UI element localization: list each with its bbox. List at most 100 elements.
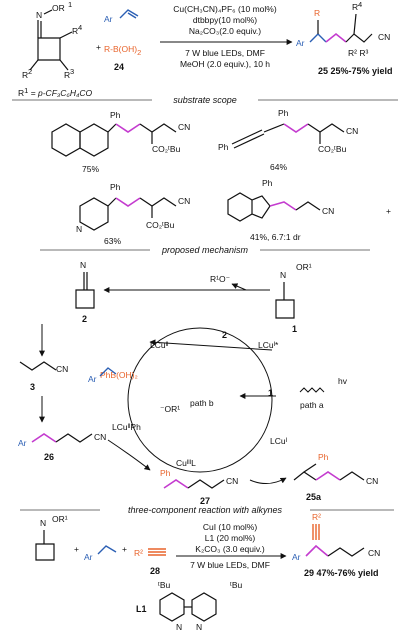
scope-example-2: Ph Ph CN CO₂ᵗBu 64%: [218, 108, 358, 172]
svg-text:CO₂ᵗBu: CO₂ᵗBu: [152, 144, 181, 154]
condition-line: 7 W blue LEDs, DMF: [185, 48, 265, 58]
lcu-i-excited: LCuᴵ*: [258, 340, 279, 350]
main-reaction: N OR 1 R 4 R 2 R 3 R1 = p-CF₃C₆H₄CO + Ar…: [18, 0, 393, 98]
condition-line: Na₂CO₃(2.0 equiv.): [189, 26, 261, 36]
path-b-label: path b: [190, 398, 214, 408]
product-25a: Ph CN 25a: [293, 452, 378, 502]
svg-text:CN: CN: [94, 432, 106, 442]
svg-text:R: R: [72, 26, 78, 36]
svg-text:Ph: Ph: [218, 142, 229, 152]
svg-text:3: 3: [70, 67, 74, 76]
phenylboronic-acid: PhB(OH)₂: [100, 370, 138, 380]
svg-text:27: 27: [200, 496, 210, 506]
hv-label: hv: [338, 376, 348, 386]
svg-text:CN: CN: [178, 196, 190, 206]
svg-text:+: +: [386, 206, 391, 216]
copper-iii-27: Ph CuᴵᴵᴵL CN 27: [160, 458, 238, 506]
svg-text:Ar: Ar: [296, 38, 305, 48]
svg-text:CN: CN: [178, 122, 190, 132]
svg-text:1: 1: [68, 0, 72, 9]
svg-text:R² R³: R² R³: [348, 48, 368, 58]
svg-text:Ph: Ph: [110, 182, 121, 192]
substrate-scope: Ph CN CO₂ᵗBu 75% Ph Ph CN CO₂ᵗBu 64% Ph: [51, 108, 391, 246]
svg-text:2: 2: [28, 67, 32, 76]
condition-line: Cu(CH₃CN)₄PF₆ (10 mol%): [173, 4, 277, 14]
svg-text:Ph: Ph: [262, 178, 273, 188]
ligand-l1: L1 ᵗBu ᵗBu N N: [136, 580, 243, 632]
yield-label: 63%: [104, 236, 121, 246]
svg-text:CN: CN: [368, 548, 380, 558]
svg-text:CO₂ᵗBu: CO₂ᵗBu: [318, 144, 347, 154]
condition-line: K₂CO₃ (3.0 equiv.): [195, 544, 265, 554]
svg-text:3: 3: [30, 382, 35, 392]
section-title-proposed-mechanism: proposed mechanism: [161, 245, 249, 255]
svg-text:N: N: [40, 518, 46, 528]
r1o-anion: R¹O⁻: [210, 274, 231, 284]
radical-26: Ar Ar CN 26: [18, 367, 117, 462]
section-title-substrate-scope: substrate scope: [173, 95, 237, 105]
svg-text:Ph: Ph: [160, 468, 171, 478]
svg-text:N: N: [76, 224, 82, 234]
svg-text:Ph: Ph: [278, 108, 289, 118]
condition-line: CuI (10 mol%): [203, 522, 257, 532]
svg-text:ᵗBu: ᵗBu: [230, 580, 243, 590]
svg-text:CuᴵᴵᴵL: CuᴵᴵᴵL: [176, 458, 196, 468]
svg-text:1: 1: [268, 388, 273, 398]
svg-text:CN: CN: [226, 476, 238, 486]
boronic-acid-label: R-B(OH)2: [104, 44, 141, 57]
svg-text:R: R: [22, 70, 28, 80]
svg-text:2: 2: [222, 330, 227, 340]
svg-text:+: +: [96, 42, 101, 52]
svg-text:N: N: [176, 622, 182, 632]
svg-text:R²: R²: [134, 548, 143, 558]
svg-text:Ar: Ar: [88, 374, 97, 384]
catalytic-cycle: [127, 327, 273, 473]
svg-text:L1: L1: [136, 604, 147, 614]
svg-text:Ar: Ar: [104, 14, 113, 24]
or1-anion: ⁻OR¹: [160, 404, 180, 414]
iminyl-radical-2: N 2: [75, 260, 95, 324]
yield-29: 29 47%-76% yield: [304, 568, 379, 578]
yield-label: 41%, 6.7:1 dr: [250, 232, 301, 242]
svg-text:4: 4: [358, 0, 362, 9]
lcu-i: LCuᴵ: [270, 436, 287, 446]
or1-label: OR: [52, 3, 65, 13]
svg-text:2: 2: [82, 314, 87, 324]
yield-label: 64%: [270, 162, 287, 172]
svg-text:R: R: [64, 70, 70, 80]
svg-text:Ar: Ar: [292, 552, 301, 562]
svg-text:4: 4: [78, 23, 82, 32]
scope-example-1: Ph CN CO₂ᵗBu 75%: [51, 110, 190, 174]
svg-text:N: N: [36, 10, 42, 20]
condition-line: dtbbpy(10 mol%): [193, 15, 257, 25]
svg-text:ᵗBu: ᵗBu: [158, 580, 171, 590]
condition-line: MeOH (2.0 equiv.), 10 h: [180, 59, 270, 69]
scope-example-3: Ph N CN CO₂ᵗBu 63%: [76, 182, 190, 246]
svg-text:CN: CN: [322, 206, 334, 216]
svg-text:Ph: Ph: [110, 110, 121, 120]
svg-text:24: 24: [114, 62, 124, 72]
svg-text:Ar: Ar: [84, 552, 93, 562]
three-component-reaction: N OR¹ + Ar + R² 28 CuI (10 mol%) L1 (20 …: [35, 512, 380, 632]
lcu-ii-ph: LCuᴵᴵPh: [112, 422, 141, 432]
product-25: R R 4 Ar CN R² R³: [296, 0, 390, 58]
alkyl-radical-3: CN 3: [19, 361, 68, 392]
section-title-three-component: three-component reaction with alkynes: [128, 505, 283, 515]
svg-text:28: 28: [150, 566, 160, 576]
svg-text:25a: 25a: [306, 492, 322, 502]
svg-text:R²: R²: [312, 512, 321, 522]
svg-text:N: N: [80, 260, 86, 270]
yield-label: 75%: [82, 164, 99, 174]
svg-text:Ph: Ph: [318, 452, 329, 462]
svg-text:R: R: [314, 8, 320, 18]
svg-text:N: N: [280, 270, 286, 280]
svg-text:N: N: [196, 622, 202, 632]
svg-text:Ar: Ar: [18, 438, 27, 448]
oxime-reactant: N OR 1 R 4 R 2 R 3: [22, 0, 82, 80]
svg-text:CN: CN: [378, 32, 390, 42]
svg-text:26: 26: [44, 452, 54, 462]
svg-text:OR¹: OR¹: [52, 514, 68, 524]
svg-text:R: R: [352, 2, 358, 12]
condition-line: 7 W blue LEDs, DMF: [190, 560, 270, 570]
